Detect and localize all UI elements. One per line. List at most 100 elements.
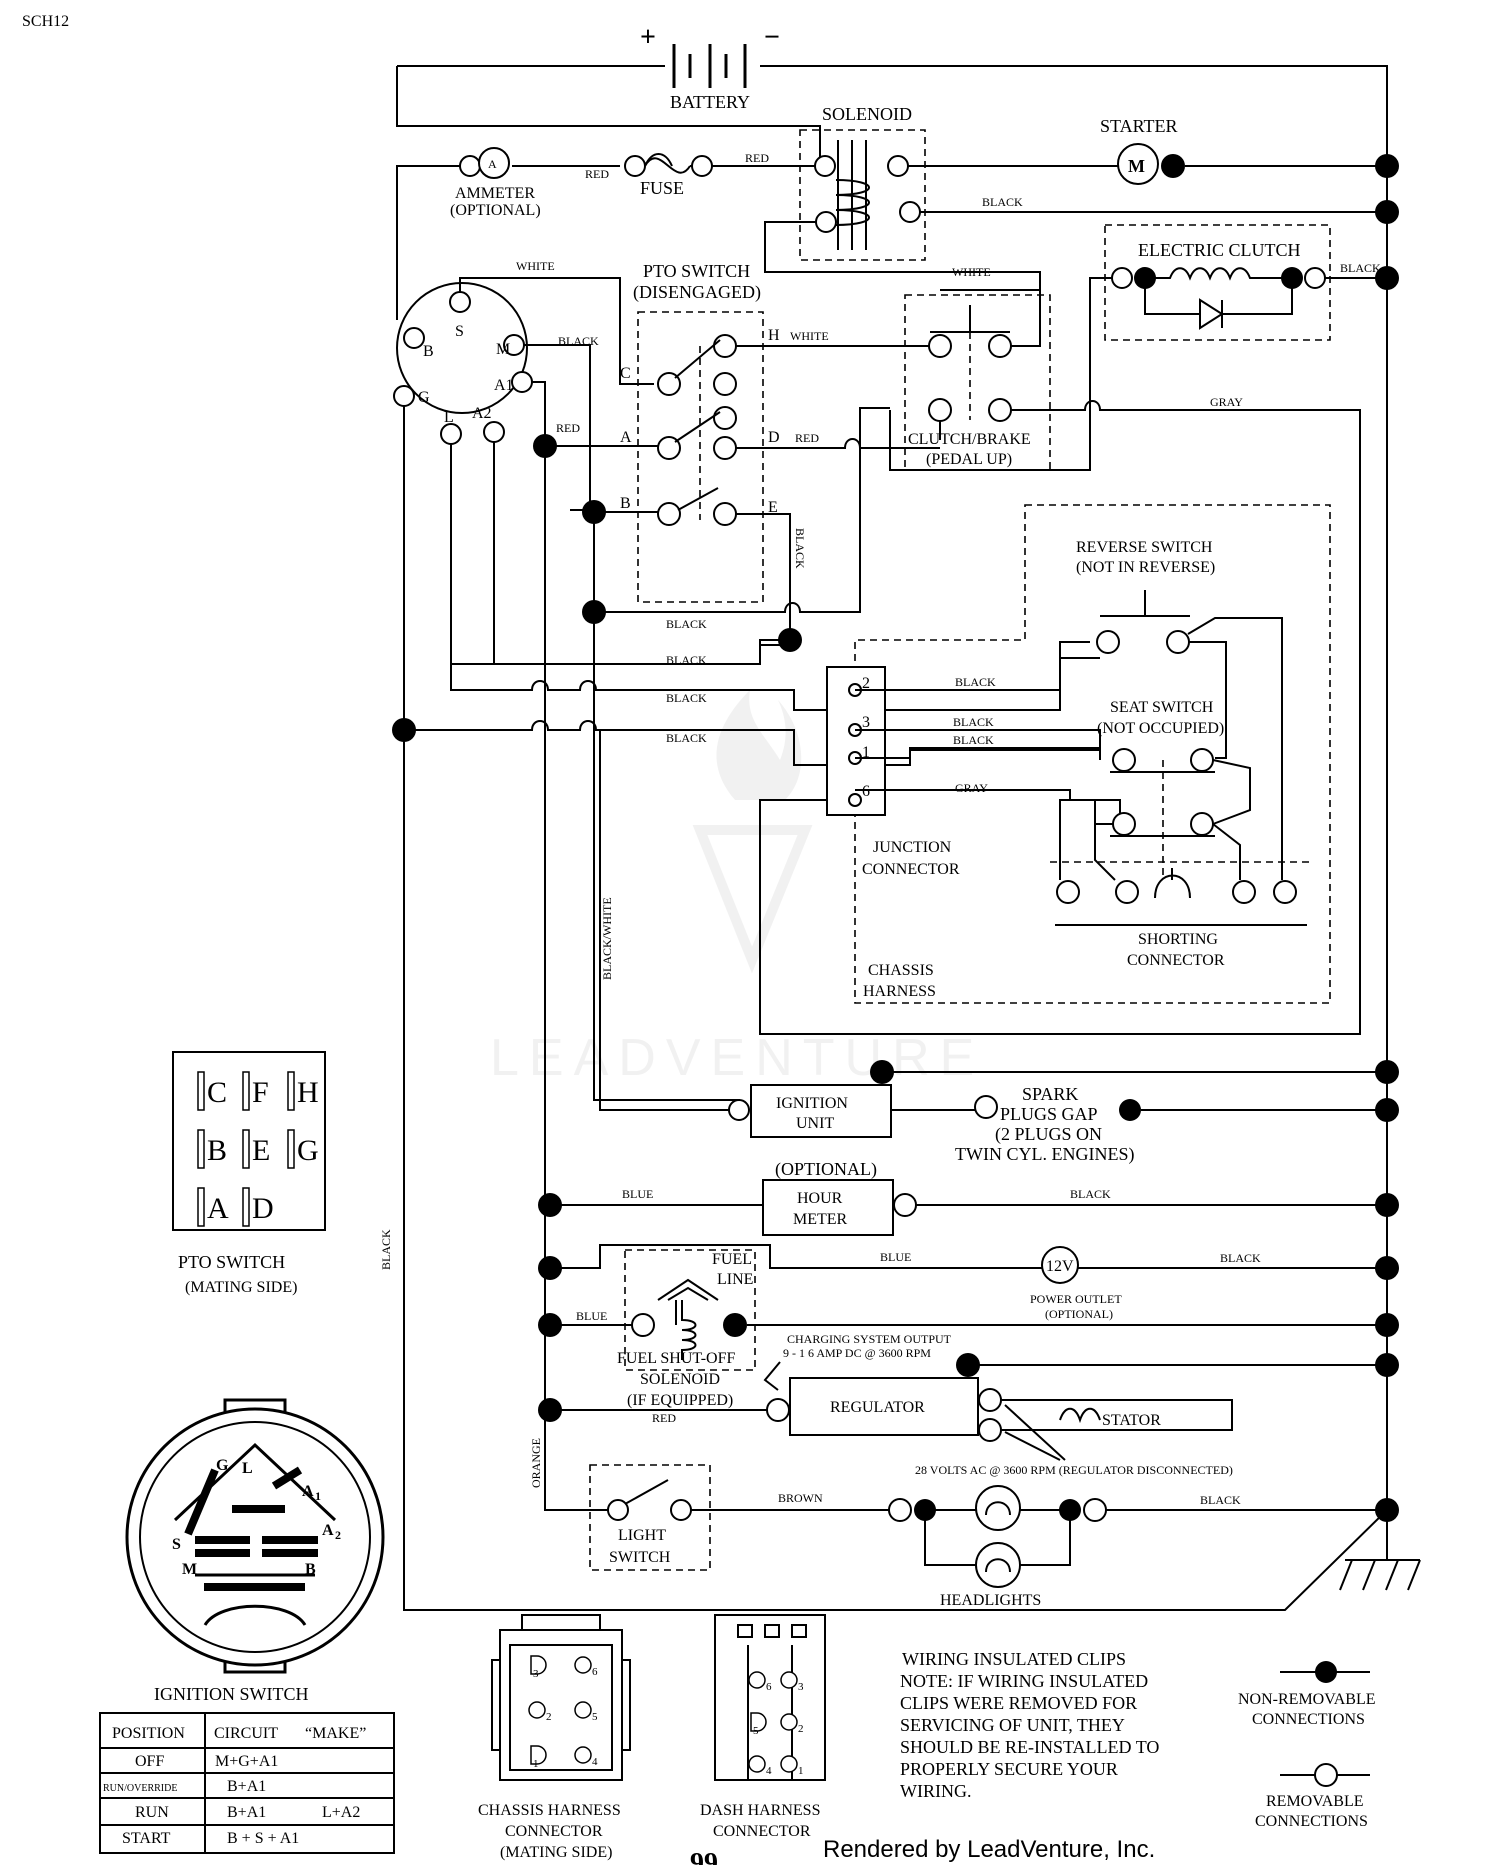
ign-term-a2: A2 <box>472 405 492 422</box>
pto-mating-slot <box>242 1129 250 1169</box>
junction-pin-1: 1 <box>862 744 870 761</box>
wire-blue-hm: BLUE <box>622 1187 653 1201</box>
wire-black-m: BLACK <box>558 334 599 348</box>
ign-face-b: B <box>305 1561 316 1578</box>
wire-black-j2: BLACK <box>955 675 996 689</box>
note-line-3: CLIPS WERE REMOVED FOR <box>900 1693 1137 1713</box>
chc-pin <box>574 1746 592 1764</box>
power-outlet-symbol: 12V <box>1046 1258 1074 1275</box>
legend-removable-1: REMOVABLE <box>1266 1793 1364 1810</box>
pto-term-e: E <box>768 499 778 516</box>
dhc-pin <box>748 1755 766 1773</box>
ign-face-s: S <box>172 1536 181 1553</box>
pto-mating-slot <box>287 1129 295 1169</box>
pto-mating-letter: A <box>207 1192 229 1225</box>
junction-pin-3: 3 <box>862 714 870 731</box>
pto-mating-title: PTO SWITCH <box>178 1252 285 1272</box>
ign-face-a2: A <box>322 1522 334 1539</box>
power-outlet-label-2: (OPTIONAL) <box>1045 1307 1113 1321</box>
wire-black-clutch: BLACK <box>1340 261 1381 275</box>
ign-face-g: G <box>216 1457 229 1474</box>
ign-table-make: L+A2 <box>322 1804 360 1821</box>
fuel-solenoid-label-3: (IF EQUIPPED) <box>627 1392 733 1409</box>
wire-black-j1: BLACK <box>953 733 994 747</box>
ign-table-header: POSITION <box>112 1725 185 1742</box>
dhc-pin-d <box>750 1712 767 1732</box>
dhc-pin <box>780 1755 798 1773</box>
ignition-switch-face: G L A 1 S A 2 M B IGNITION SWITCH <box>125 1398 385 1704</box>
seat-switch-label-2: (NOT OCCUPIED) <box>1097 720 1224 737</box>
wire-blue-po: BLUE <box>880 1250 911 1264</box>
pto-mating-slot <box>242 1071 250 1111</box>
wire-black-po: BLACK <box>1220 1251 1261 1265</box>
ignition-unit: IGNITION UNIT SPARK PLUGS GAP (2 PLUGS O… <box>599 730 1399 1165</box>
pto-mating-letter: C <box>207 1076 227 1109</box>
wire-black-white: BLACK/WHITE <box>600 897 614 980</box>
wire-red-a: RED <box>556 421 580 435</box>
pto-term-c: C <box>620 365 631 382</box>
chc-pin <box>574 1656 592 1674</box>
wire-red-d: RED <box>795 431 819 445</box>
ign-table-position: RUN <box>135 1804 169 1821</box>
ign-term-l: L <box>444 409 454 426</box>
pto-term-a: A <box>620 429 632 446</box>
dhc-pin-label: 6 <box>766 1681 772 1693</box>
solenoid: SOLENOID BLACK <box>764 104 1387 290</box>
ign-table-position: RUN/OVERRIDE <box>103 1783 177 1794</box>
battery-minus: − <box>764 22 780 53</box>
pto-mating-letter: D <box>252 1192 274 1225</box>
ign-table-circuit: B+A1 <box>227 1804 266 1821</box>
chc-title-3: (MATING SIDE) <box>500 1844 612 1861</box>
ignition-unit-label-1: IGNITION <box>776 1095 848 1112</box>
ign-face-a2-sub: 2 <box>335 1528 341 1542</box>
dhc-title-2: CONNECTOR <box>713 1823 811 1840</box>
ign-term-a1: A1 <box>494 377 514 394</box>
pto-mating-letter: G <box>297 1134 319 1167</box>
leadventure-watermark: LEADVENTURE <box>490 690 984 1087</box>
pto-label-2: (DISENGAGED) <box>633 282 761 303</box>
wire-black-a: BLACK <box>666 617 707 631</box>
chc-pin-label: 3 <box>533 1668 539 1680</box>
pto-mating-letter: B <box>207 1134 227 1167</box>
wire-red-1: RED <box>585 167 609 181</box>
electric-clutch: ELECTRIC CLUTCH BLACK <box>889 224 1399 471</box>
pto-mating-slot <box>242 1187 250 1227</box>
note-line-5: SHOULD BE RE-INSTALLED TO <box>900 1737 1159 1757</box>
fuel-shutoff-solenoid: BLUE FUEL SHUT-OFF SOLENOID (IF EQUIPPED… <box>538 1278 1399 1409</box>
fuel-solenoid-label-1: FUEL SHUT-OFF <box>617 1350 736 1367</box>
ammeter-label: AMMETER <box>455 185 535 202</box>
connection-legend: NON-REMOVABLE CONNECTIONS REMOVABLE CONN… <box>1238 1661 1375 1830</box>
watermark-text: LEADVENTURE <box>490 1029 984 1087</box>
battery-plus: + <box>640 22 656 53</box>
wire-red-reg: RED <box>652 1411 676 1425</box>
ign-term-m: M <box>496 341 510 358</box>
dhc-title-1: DASH HARNESS <box>700 1802 820 1819</box>
dhc-pin <box>780 1671 798 1689</box>
clutch-brake-switch: CLUTCH/BRAKE (PEDAL UP) WHITE GRAY <box>759 265 1361 1035</box>
wire-white-cb: WHITE <box>952 265 991 279</box>
chc-pin-label: 5 <box>592 1711 598 1723</box>
clutch-brake-label-2: (PEDAL UP) <box>926 451 1012 468</box>
removable-symbol <box>1314 1763 1338 1787</box>
wire-gray-j6: GRAY <box>955 781 988 795</box>
wiring-clips-note: WIRING INSULATED CLIPS NOTE: IF WIRING I… <box>900 1649 1159 1801</box>
chc-title-1: CHASSIS HARNESS <box>478 1802 621 1819</box>
note-line-7: WIRING. <box>900 1781 971 1801</box>
ign-table-circuit: M+G+A1 <box>215 1753 278 1770</box>
wire-black-b: BLACK <box>666 653 707 667</box>
wire-red-2: RED <box>745 151 769 165</box>
chc-pin-label: 4 <box>592 1756 598 1768</box>
starter-label: STARTER <box>1100 116 1177 136</box>
wire-black-c: BLACK <box>666 691 707 705</box>
hour-meter: (OPTIONAL) HOUR METER BLUE BLACK <box>538 1159 1399 1236</box>
hour-meter-label-2: METER <box>793 1211 848 1228</box>
pto-label-1: PTO SWITCH <box>643 261 750 281</box>
wire-black-e: BLACK <box>793 528 807 569</box>
hour-meter-optional: (OPTIONAL) <box>775 1159 877 1180</box>
dhc-pin-label: 3 <box>798 1681 804 1693</box>
ign-term-s: S <box>455 323 464 340</box>
note-line-4: SERVICING OF UNIT, THEY <box>900 1715 1125 1735</box>
